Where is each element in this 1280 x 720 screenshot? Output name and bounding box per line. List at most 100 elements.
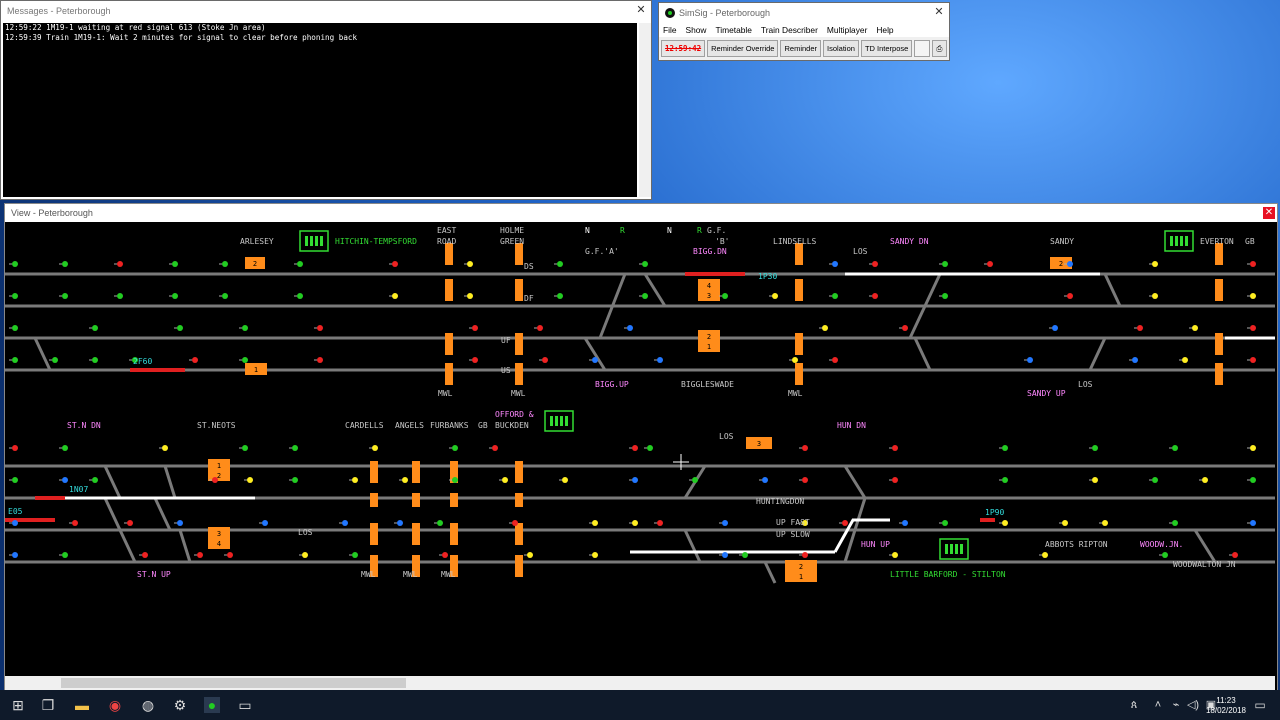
signal-aspect [452,445,458,451]
notification-icon[interactable]: ▭ [1254,698,1266,712]
station-label: BIGGLESWADE [681,380,734,389]
signal-aspect [142,552,148,558]
messages-window[interactable]: Messages - Peterborough ✕ 12:59:22 1M19-… [0,0,652,200]
station-label: GREEN [500,237,524,246]
close-icon[interactable]: ✕ [636,4,646,16]
close-icon[interactable]: ✕ [1263,207,1275,219]
signal-aspect [832,261,838,267]
menu-show[interactable]: Show [685,25,707,35]
td-interpose-button[interactable]: TD Interpose [860,40,913,57]
menu-multiplayer[interactable]: Multiplayer [826,25,868,35]
close-icon[interactable]: ✕ [934,6,944,18]
signal-aspect [762,477,768,483]
signal-aspect [402,477,408,483]
station-label: WOODWALTON JN [1173,560,1236,569]
file-explorer-icon[interactable]: ▬ [75,697,89,713]
simsig-titlebar[interactable]: SimSig - Peterborough ✕ [659,3,949,23]
signal-aspect [292,445,298,451]
berth-bottom: 3 [707,292,711,300]
level-crossing-box [1164,230,1194,252]
signal-aspect [297,293,303,299]
menu-help[interactable]: Help [876,25,894,35]
signal-aspect [512,520,518,526]
station-label: BUCKDEN [495,421,529,430]
signal-aspect [1232,552,1238,558]
sim-clock[interactable]: 12:59:42 [661,40,706,57]
reminder-override-button[interactable]: Reminder Override [707,40,779,57]
menu-file[interactable]: File [663,25,677,35]
chrome-icon[interactable]: ◉ [108,697,122,713]
signal-aspect [802,445,808,451]
station-label: ROAD [437,237,456,246]
crossover [1103,273,1122,307]
signal-aspect [1152,477,1158,483]
signal-aspect [1137,325,1143,331]
volume-icon[interactable]: ◁) [1186,699,1200,711]
level-crossing-bar [1180,236,1183,246]
signal-aspect [242,445,248,451]
signal-aspect [227,552,233,558]
task-view-icon[interactable]: ❐ [41,697,55,713]
simsig-logo-icon [665,8,675,18]
signal-aspect [1002,445,1008,451]
crossover [103,497,137,563]
train-berth [698,330,720,352]
window-app-icon[interactable]: ▭ [238,697,252,713]
signal-aspect [1092,477,1098,483]
signal-aspect [212,477,218,483]
clock[interactable]: 11:23 18/02/2018 [1206,696,1246,716]
signal-aspect [132,357,138,363]
signal-aspect [892,445,898,451]
security-icon[interactable]: ◍ [141,697,155,713]
signal-aspect [242,357,248,363]
station-label: UF [501,336,511,345]
berth-bottom: 2 [217,472,221,480]
simsig-taskbar-icon[interactable]: ● [204,697,220,713]
signal-aspect [12,325,18,331]
berth-bottom: 1 [707,343,711,351]
network-app-icon[interactable]: ⚙ [173,697,187,713]
simsig-window[interactable]: SimSig - Peterborough ✕ File Show Timeta… [658,2,950,61]
signal-aspect [172,293,178,299]
crossover [683,529,702,563]
person-icon[interactable]: ጰ [1130,699,1138,711]
menu-timetable[interactable]: Timetable [715,25,752,35]
menu-train-describer[interactable]: Train Describer [760,25,818,35]
language-icon[interactable]: ▣ [1205,699,1217,711]
horizontal-scrollbar[interactable] [5,676,1275,690]
view-titlebar[interactable]: View - Peterborough ✕ [5,204,1277,222]
station-label: ABBOTS RIPTON [1045,540,1108,549]
crossover [763,561,777,584]
signal-aspect [1182,357,1188,363]
signal-aspect [262,520,268,526]
train-berth [208,527,230,549]
printer-icon[interactable]: ⎙ [931,40,947,57]
track-circuit [1215,363,1223,385]
blank-button[interactable] [914,40,930,57]
scrollbar-thumb[interactable] [61,678,406,688]
reminder-button[interactable]: Reminder [780,40,821,57]
track-circuit [795,243,803,265]
crossover [178,529,192,563]
messages-titlebar[interactable]: Messages - Peterborough ✕ [1,1,651,21]
signal-aspect [592,520,598,526]
network-icon[interactable]: ⌁ [1172,699,1180,711]
vertical-scrollbar[interactable] [639,23,651,197]
station-label: LOS [719,432,734,441]
signal-aspect [692,477,698,483]
signal-aspect [642,293,648,299]
chevron-up-icon[interactable]: ˄ [1154,699,1162,711]
message-line: 12:59:39 Train 1M19-1: Wait 2 minutes fo… [5,33,358,42]
station-label: MWL [361,570,376,579]
isolation-button[interactable]: Isolation [823,40,859,57]
signal-aspect [1092,445,1098,451]
windows-start-icon[interactable]: ⊞ [12,697,24,713]
station-label: ST.N DN [67,421,101,430]
berth-top: 2 [799,563,803,571]
signal-aspect [1250,261,1256,267]
track-circuit [515,243,523,265]
station-label: 1P30 [758,272,777,281]
station-label: HITCHIN-TEMPSFORD [335,237,417,246]
